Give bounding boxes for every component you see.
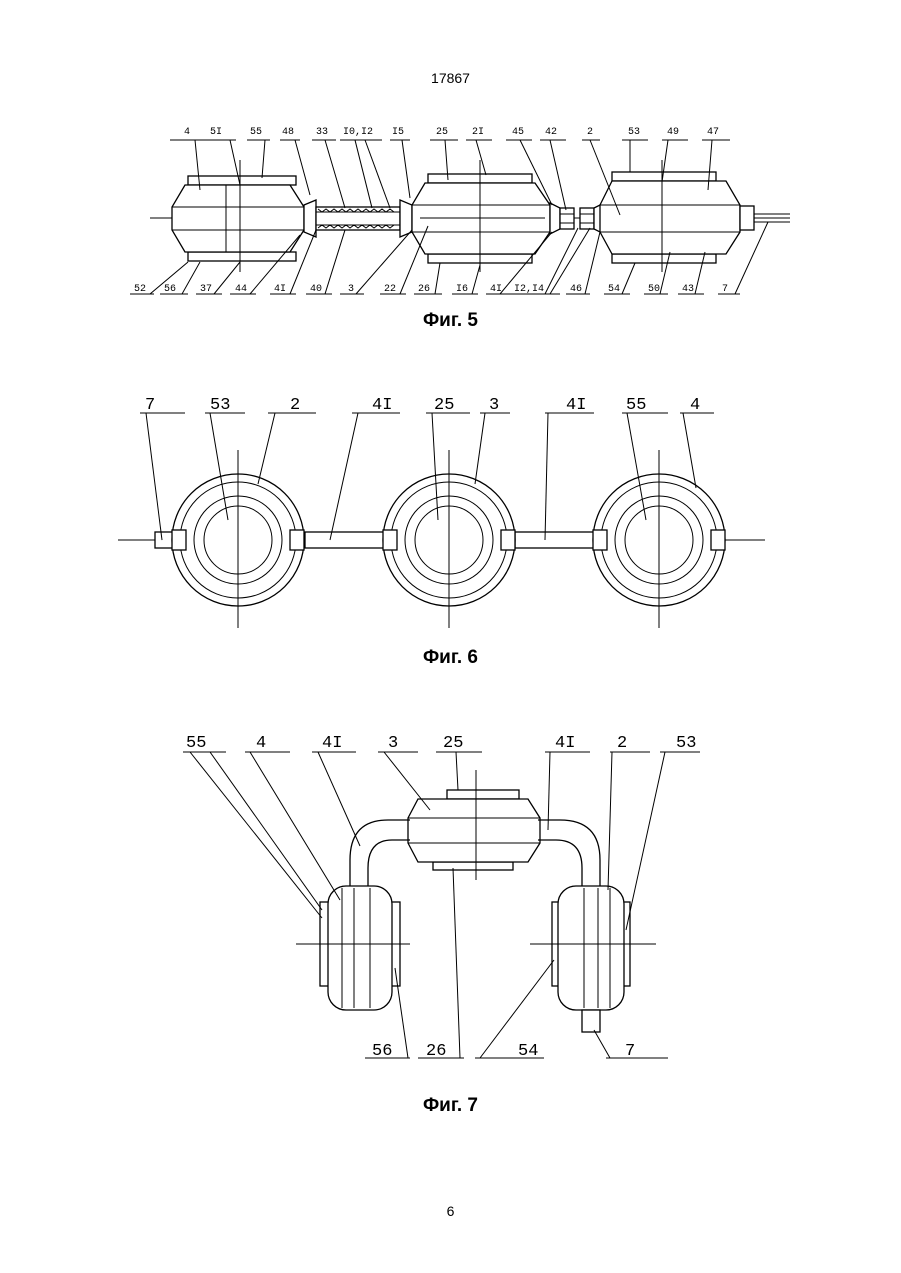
fig5-cylinder-2 [600,160,790,272]
fig5-cylinder-3 [412,160,550,272]
fig5-label: 33 [316,127,328,138]
fig5-label: I6 [456,284,468,295]
fig7-hose-right-outer [538,820,600,886]
fig5-label: 42 [545,127,557,138]
fig7-label: 4I [555,734,575,753]
fig7-label: 55 [186,734,206,753]
fig5-label: 4I [490,284,502,295]
fig5-cap-53 [612,172,716,181]
fig7-label: 3 [388,734,398,753]
fig5-label: 40 [310,284,322,295]
figure-5-caption: Фиг. 5 [0,310,901,332]
fig6-label: 25 [434,396,454,415]
fig6-label: 2 [290,396,300,415]
page-number-footer: 6 [0,1203,901,1219]
fig5-label: 47 [707,127,719,138]
fig5-label: 4I [274,284,286,295]
fig5-label: 46 [570,284,582,295]
fig7-cap-26 [433,862,513,870]
figure-5-drawing: 4 5I 55 48 33 I0,I2 I5 25 2I 45 42 2 53 … [130,127,790,295]
fig7-hose-left-inner [368,840,410,886]
fig7-label: 4 [256,734,266,753]
fig5-label: 37 [200,284,212,295]
fig5-label: 48 [282,127,294,138]
fig7-label: 2 [617,734,627,753]
fig6-label: 7 [145,396,155,415]
fig7-label: 4I [322,734,342,753]
fig5-hose-left [304,200,412,237]
fig5-label: 49 [667,127,679,138]
fig5-label: 44 [235,284,247,295]
fig6-ring-2 [172,450,304,628]
fig5-label: 52 [134,284,146,295]
fig6-label: 4I [566,396,586,415]
fig5-label: 56 [164,284,176,295]
fig5-label: 53 [628,127,640,138]
fig7-label: 56 [372,1042,392,1061]
fig5-label: 7 [722,284,728,295]
fig5-label: 26 [418,284,430,295]
fig5-label: 2I [472,127,484,138]
fig5-label: 22 [384,284,396,295]
fig7-block-3 [408,770,540,880]
fig5-label: 55 [250,127,262,138]
fig7-wheel-2 [530,886,656,1032]
fig5-cap-55 [188,176,296,185]
fig6-labels: 7 53 2 4I 25 3 4I 55 4 [145,396,700,415]
fig5-label: 2 [587,127,593,138]
fig5-label: 25 [436,127,448,138]
fig6-label: 4I [372,396,392,415]
fig5-cap-54 [612,254,716,263]
fig6-label: 53 [210,396,230,415]
fig5-label: 5I [210,127,222,138]
fig5-label: 50 [648,284,660,295]
fig5-body-4 [172,185,304,252]
fig7-label: 53 [676,734,696,753]
fig5-label: 43 [682,284,694,295]
fig5-cap-56 [188,252,296,261]
fig5-label: 4 [184,127,190,138]
fig7-label: 54 [518,1042,538,1061]
fig5-label: I2,I4 [514,284,544,295]
fig6-ring-3 [383,450,515,628]
fig5-label: I5 [392,127,404,138]
fig6-label: 55 [626,396,646,415]
figure-6-caption: Фиг. 6 [0,647,901,669]
figure-7-caption: Фиг. 7 [0,1095,901,1117]
figure-7-drawing: 55 4 4I 3 25 4I 2 53 56 26 54 7 [183,734,700,1061]
fig6-label: 3 [489,396,499,415]
fig7-label: 25 [443,734,463,753]
fig6-ring-4 [593,450,725,628]
fig7-label: 26 [426,1042,446,1061]
fig5-label: 54 [608,284,620,295]
figure-6-drawing: 7 53 2 4I 25 3 4I 55 4 [118,396,765,628]
fig5-label: I0,I2 [343,127,373,138]
fig7-hose-left-outer [350,820,410,886]
fig5-label: 3 [348,284,354,295]
fig6-label: 4 [690,396,700,415]
fig5-body-2 [600,181,740,254]
fig7-label: 7 [625,1042,635,1061]
fig7-hose-right-inner [538,840,582,886]
fig7-wheel-4 [296,886,410,1010]
fig5-label: 45 [512,127,524,138]
fig7-cap-25 [447,790,519,799]
